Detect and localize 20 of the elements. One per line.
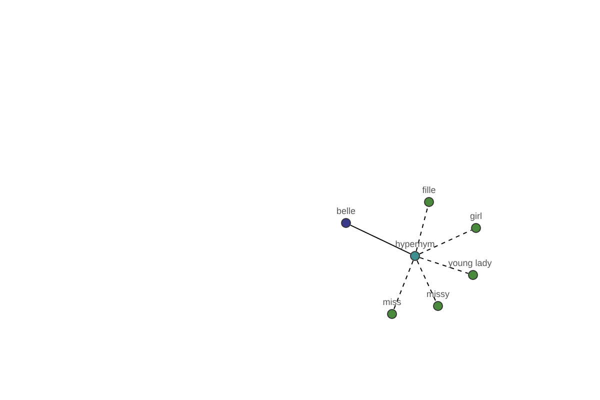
node-label: young lady	[448, 258, 492, 268]
circle-node	[424, 197, 434, 207]
dashed-connector	[419, 230, 472, 254]
dashed-connector	[419, 257, 469, 274]
circle-node	[471, 223, 481, 233]
circle-node	[433, 301, 443, 311]
circle-node	[387, 309, 397, 319]
circle-node	[410, 251, 420, 261]
node-label: missy	[426, 289, 450, 299]
node-label: hypernym	[395, 239, 435, 249]
node-label: belle	[336, 206, 356, 216]
node-label: miss	[382, 297, 402, 307]
circle-node	[341, 218, 351, 228]
dashed-connector	[416, 260, 436, 302]
dashed-connector	[393, 260, 414, 310]
node-label: girl	[470, 211, 482, 221]
connector	[350, 224, 411, 254]
circle-node	[468, 270, 478, 280]
node-label: fille	[422, 185, 436, 195]
dashed-connector	[416, 206, 428, 252]
